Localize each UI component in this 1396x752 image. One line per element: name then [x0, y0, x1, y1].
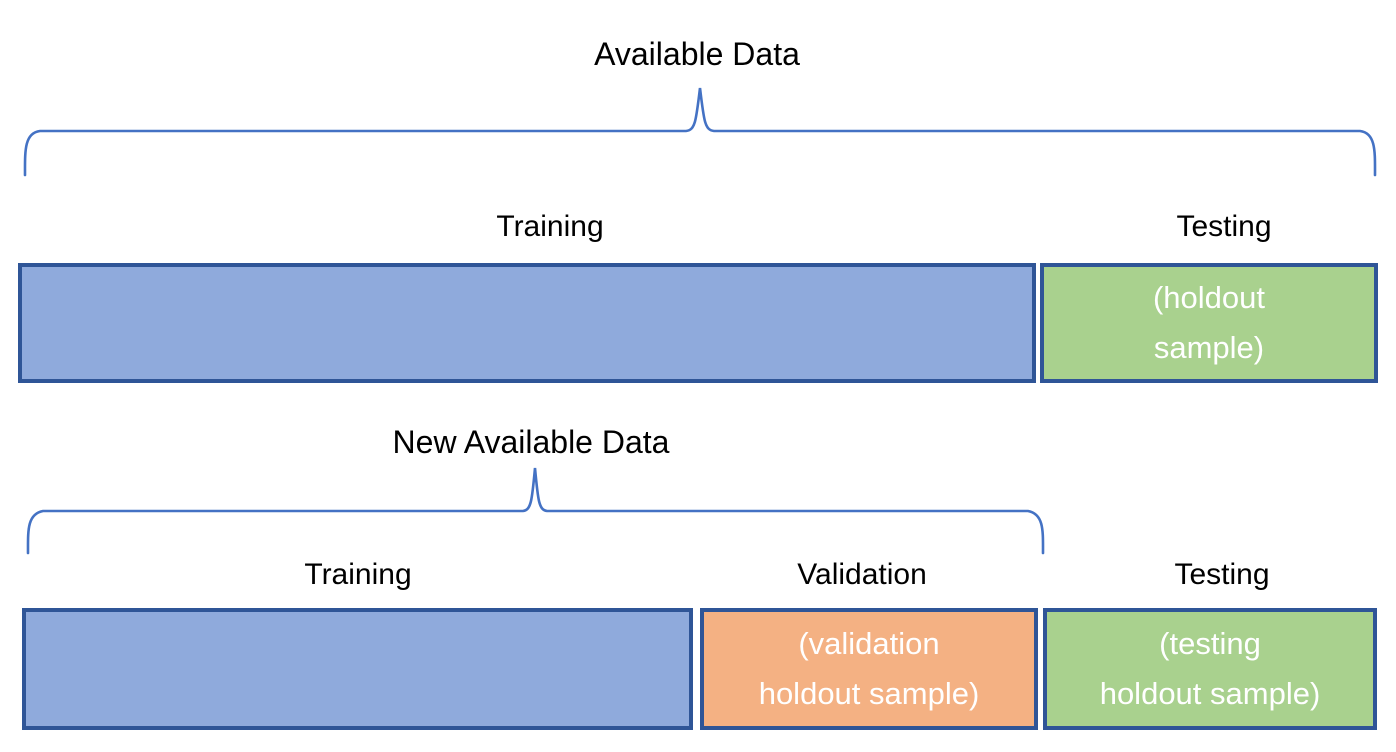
section2-training-block	[22, 608, 693, 730]
validation-holdout-text-line1: (validation	[798, 626, 940, 661]
available-data-brace-icon	[23, 87, 1377, 177]
available-data-title: Available Data	[594, 36, 800, 72]
section2-testing-block: (testing holdout sample)	[1043, 608, 1377, 730]
section1-testing-block: (holdout sample)	[1040, 263, 1378, 383]
new-available-data-brace-icon	[26, 467, 1045, 555]
testing-holdout-text-line2: holdout sample)	[1099, 676, 1321, 711]
section1-training-label: Training	[496, 210, 604, 243]
section1-testing-label: Testing	[1176, 210, 1272, 243]
section2-testing-label: Testing	[1174, 558, 1270, 591]
validation-holdout-text-line2: holdout sample)	[758, 676, 980, 711]
section2-validation-label: Validation	[797, 558, 927, 591]
section1-training-block	[18, 263, 1036, 383]
holdout-sample-text-line2: sample)	[1153, 330, 1265, 365]
holdout-sample-text-line1: (holdout	[1152, 280, 1266, 315]
section2-training-label: Training	[304, 558, 412, 591]
testing-holdout-text-line1: (testing	[1159, 626, 1261, 661]
section2-validation-block: (validation holdout sample)	[700, 608, 1038, 730]
new-available-data-title: New Available Data	[392, 424, 670, 460]
